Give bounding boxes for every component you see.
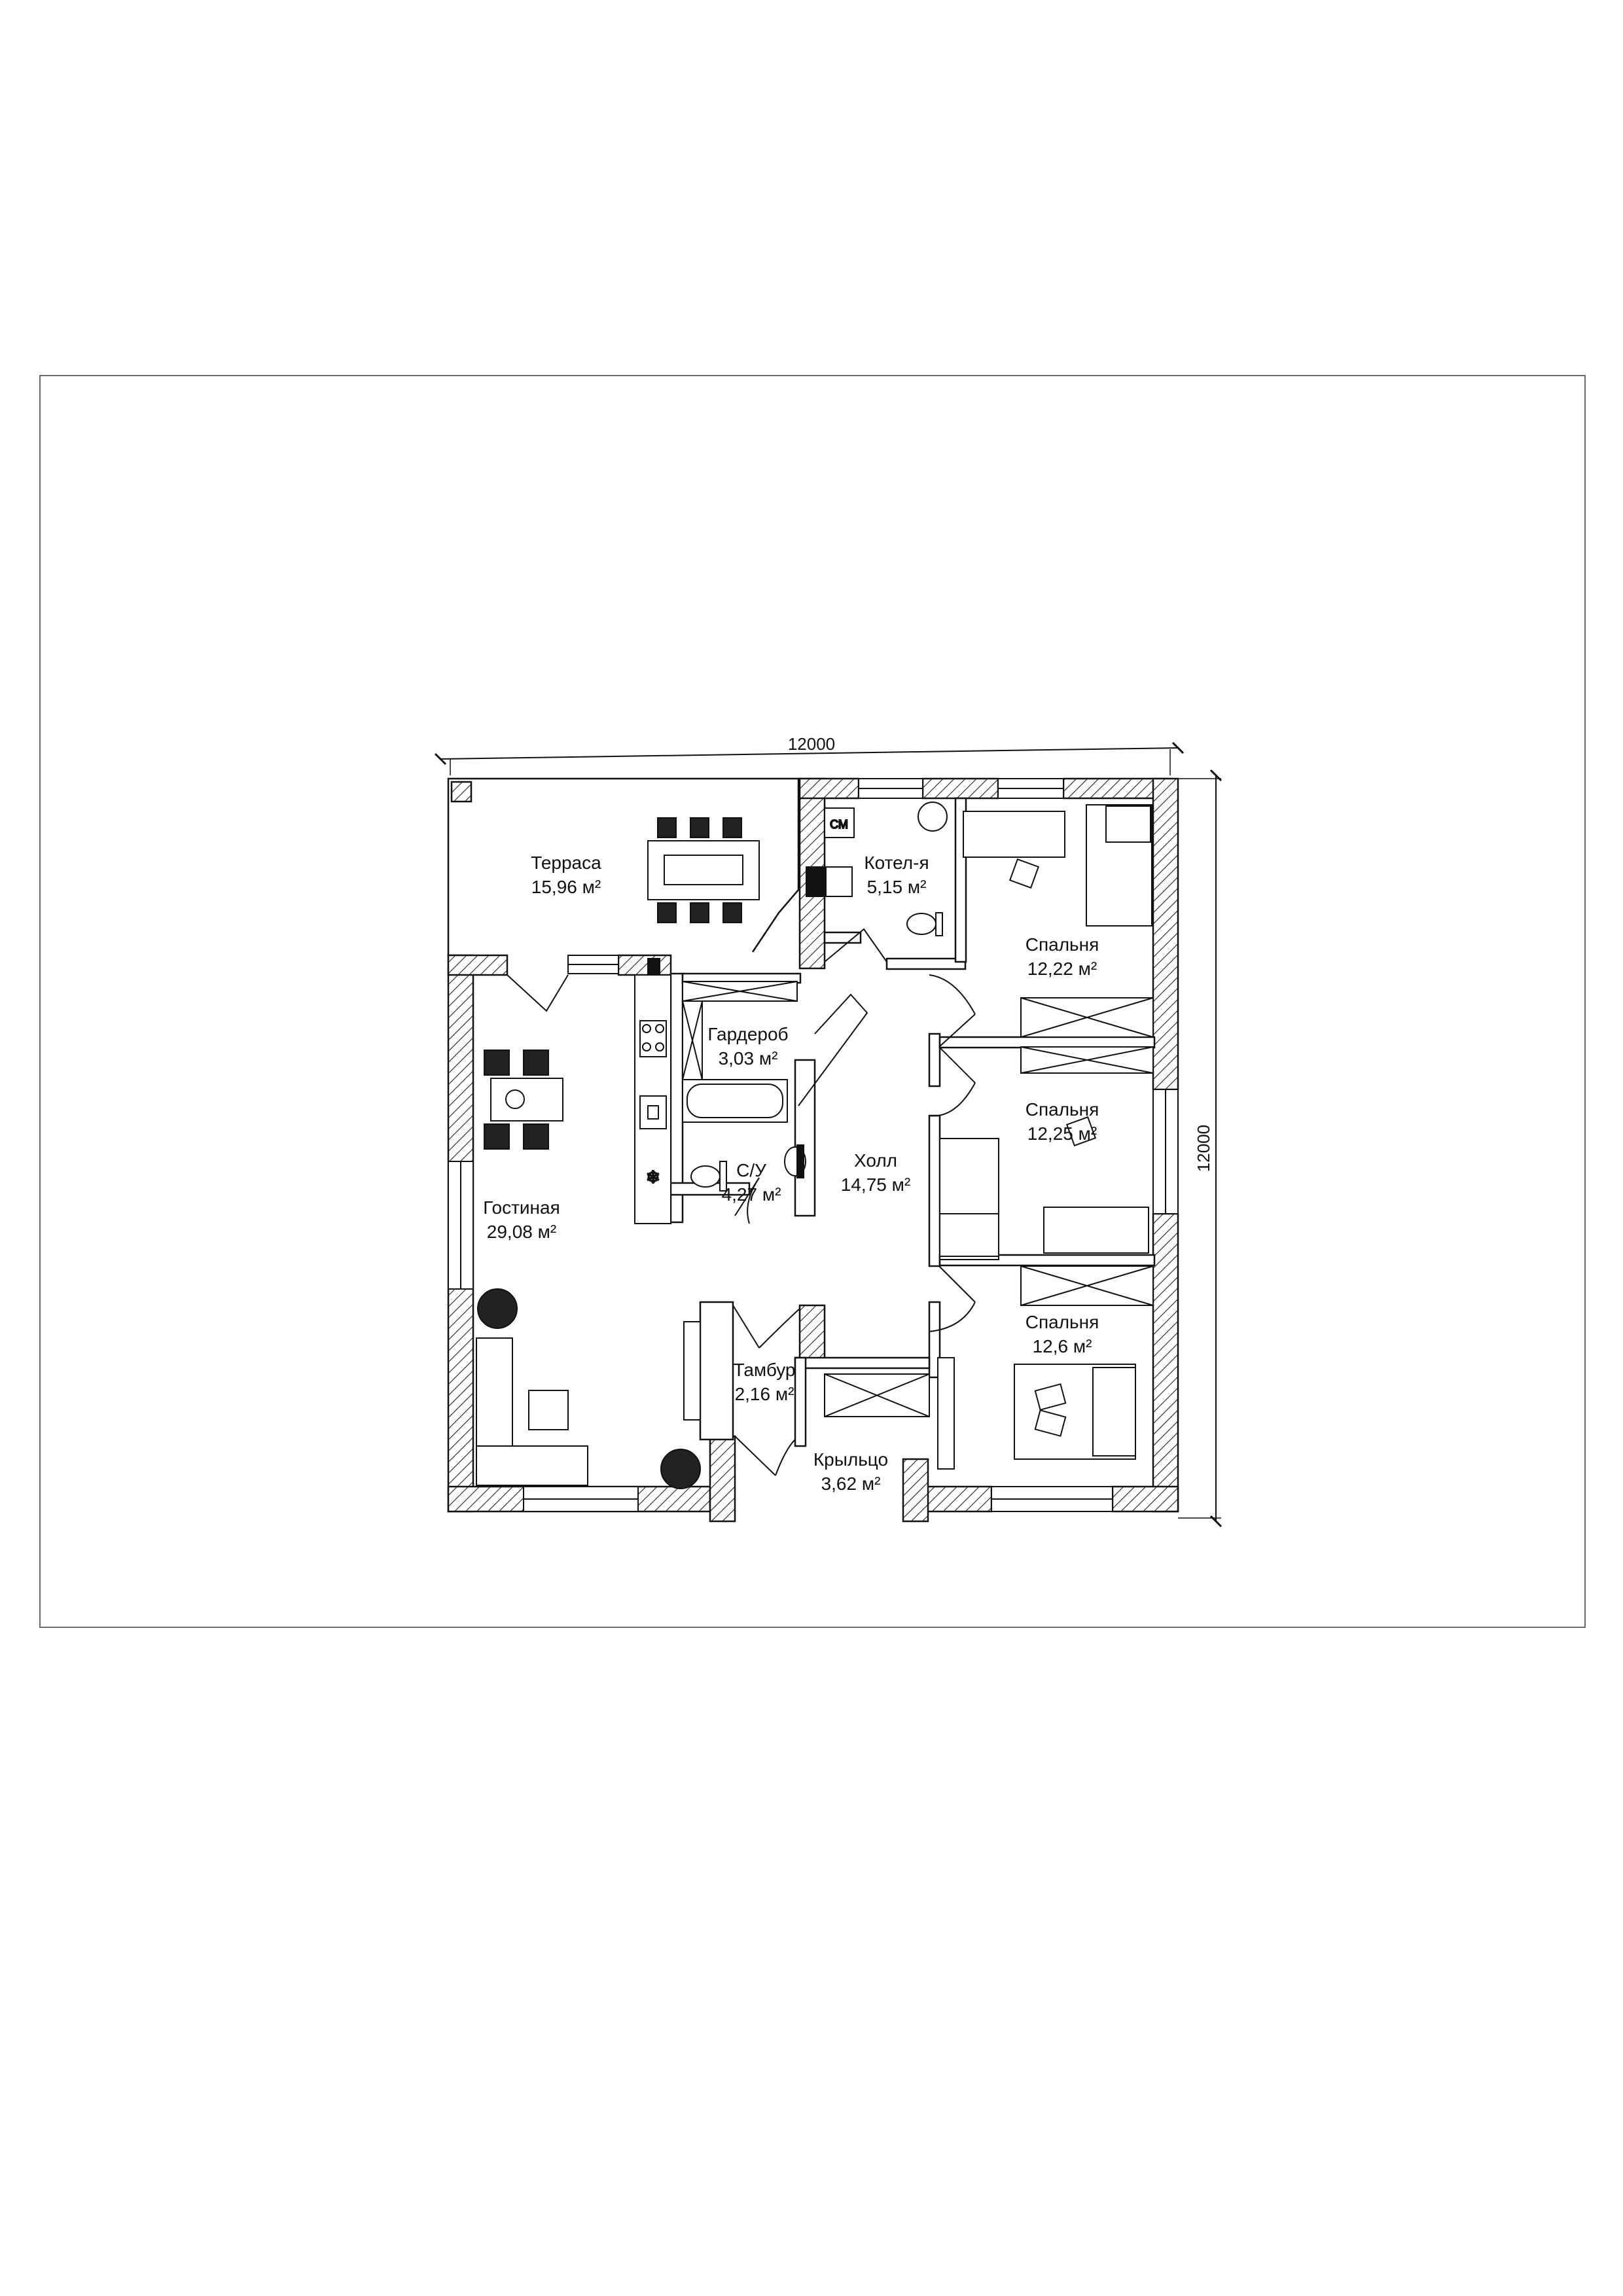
dimension-right: 12000 [1178, 769, 1222, 1528]
svg-text:❄: ❄ [646, 1168, 660, 1188]
wardrobe-cabinets [682, 981, 1154, 1417]
bedroom1-name: Спальня [1026, 934, 1099, 955]
dimension-width-label: 12000 [788, 734, 835, 754]
bedroom3-area: 12,6 м² [1033, 1336, 1092, 1356]
living-name: Гостиная [483, 1197, 560, 1218]
boiler-name: Котел-я [864, 853, 929, 873]
dimension-top: 12000 [434, 734, 1185, 775]
hall-name: Холл [854, 1150, 897, 1171]
room-labels: Терраса 15,96 м² Котел-я 5,15 м² Спальня… [483, 853, 1099, 1494]
hall-area: 14,75 м² [841, 1174, 910, 1195]
porch-name: Крыльцо [813, 1449, 888, 1470]
bedroom3-furniture [1014, 1364, 1136, 1460]
living-area: 29,08 м² [487, 1222, 556, 1242]
terrace-dining-set [647, 817, 760, 923]
washing-machine-label: СМ [830, 818, 848, 831]
vestibule-area: 2,16 м² [735, 1384, 794, 1404]
bedroom3-name: Спальня [1026, 1312, 1099, 1332]
boiler-fixtures: СМ [806, 802, 948, 936]
bedroom2-furniture [939, 1116, 1149, 1260]
wardrobe-area: 3,03 м² [719, 1048, 778, 1069]
terrace-outline [447, 777, 800, 955]
bedroom1-area: 12,22 м² [1027, 959, 1097, 979]
dimension-height-label: 12000 [1194, 1125, 1213, 1172]
living-dining-set [484, 1050, 563, 1150]
bathroom-name: С/У [736, 1160, 766, 1180]
terrace-name: Терраса [531, 853, 601, 873]
windows [448, 778, 1179, 1512]
drawing-frame [39, 375, 1586, 1628]
living-lounge [476, 1288, 955, 1489]
bathroom-area: 4,27 м² [722, 1184, 781, 1205]
bathroom-fixtures [682, 1079, 806, 1192]
bedroom2-area: 12,25 м² [1027, 1123, 1097, 1144]
terrace-area: 15,96 м² [531, 877, 601, 897]
kitchen-counter: ❄ [634, 958, 671, 1224]
porch-area: 3,62 м² [821, 1474, 881, 1494]
vestibule-name: Тамбур [733, 1360, 795, 1380]
wardrobe-name: Гардероб [707, 1024, 788, 1044]
bedroom2-name: Спальня [1026, 1099, 1099, 1120]
doors [507, 928, 976, 1476]
bedroom1-furniture [963, 804, 1152, 927]
boiler-area: 5,15 м² [867, 877, 927, 897]
